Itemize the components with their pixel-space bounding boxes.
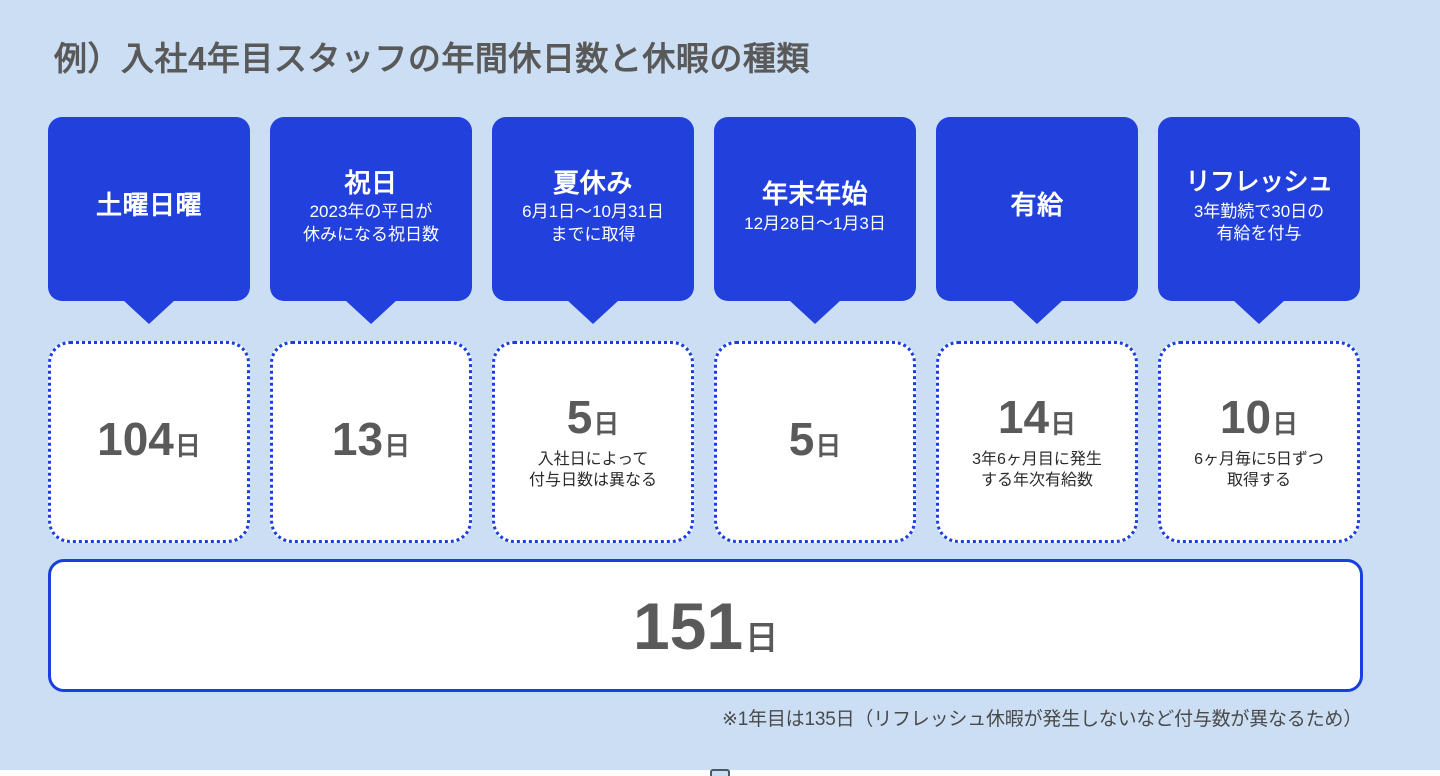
value-note-6: 6ヶ月毎に5日ずつ 取得する <box>1194 450 1324 490</box>
value-number-5: 14日 <box>998 392 1076 443</box>
arrow-down-icon-3 <box>567 300 619 324</box>
category-title-6: リフレッシュ <box>1185 168 1333 197</box>
total-unit: 日 <box>745 618 779 656</box>
arrow-down-icon-6 <box>1233 300 1285 324</box>
footnote: ※1年目は135日（リフレッシュ休暇が発生しないなど付与数が異なるため） <box>722 709 1362 730</box>
value-unit-2: 日 <box>384 430 411 461</box>
arrow-down-icon-1 <box>123 300 175 324</box>
arrow-down-icon-2 <box>345 300 397 324</box>
value-card-2[interactable]: 13日 <box>270 341 472 543</box>
value-unit-6: 日 <box>1272 408 1299 439</box>
value-digits-3: 5 <box>566 390 593 443</box>
value-note-5: 3年6ヶ月目に発生 する年次有給数 <box>972 450 1102 490</box>
total-number: 151日 <box>633 593 778 659</box>
value-number-2: 13日 <box>331 412 411 465</box>
value-unit-5: 日 <box>1050 408 1077 439</box>
value-number-3: 5日 <box>567 392 620 443</box>
value-digits-6: 10 <box>1219 390 1272 443</box>
category-subtitle-4: 12月28日〜1月3日 <box>744 213 886 233</box>
value-card-4[interactable]: 5日 <box>714 341 916 543</box>
value-unit-4: 日 <box>815 430 842 461</box>
column-5: 有給 14日 3年6ヶ月目に発生 する年次有給数 <box>936 117 1138 543</box>
value-number-6: 10日 <box>1220 392 1298 443</box>
category-title-2: 祝日 <box>344 167 398 198</box>
category-card-5[interactable]: 有給 <box>936 117 1138 324</box>
value-note-3: 入社日によって 付与日数は異なる <box>528 450 657 490</box>
category-title-4: 年末年始 <box>761 178 868 209</box>
category-card-6[interactable]: リフレッシュ 3年勤続で30日の 有給を付与 <box>1158 117 1360 324</box>
arrow-down-icon-4 <box>789 300 841 324</box>
category-subtitle-6: 3年勤続で30日の 有給を付与 <box>1193 201 1325 244</box>
category-card-1[interactable]: 土曜日曜 <box>48 117 250 324</box>
column-1: 土曜日曜 104日 <box>48 117 250 543</box>
category-card-3[interactable]: 夏休み 6月1日〜10月31日 までに取得 <box>492 117 694 324</box>
arrow-down-icon-5 <box>1011 300 1063 324</box>
value-number-4: 5日 <box>788 412 842 465</box>
value-digits-5: 14 <box>997 390 1050 443</box>
value-digits-4: 5 <box>788 412 815 465</box>
category-columns: 土曜日曜 104日 祝日 2023年の平日が 休みになる祝日数 13日 <box>48 117 1363 543</box>
column-3: 夏休み 6月1日〜10月31日 までに取得 5日 入社日によって 付与日数は異な… <box>492 117 694 543</box>
category-card-2[interactable]: 祝日 2023年の平日が 休みになる祝日数 <box>270 117 472 324</box>
value-card-3[interactable]: 5日 入社日によって 付与日数は異なる <box>492 341 694 543</box>
category-card-4[interactable]: 年末年始 12月28日〜1月3日 <box>714 117 916 324</box>
column-4: 年末年始 12月28日〜1月3日 5日 <box>714 117 916 543</box>
value-card-6[interactable]: 10日 6ヶ月毎に5日ずつ 取得する <box>1158 341 1360 543</box>
category-title-1: 土曜日曜 <box>95 190 202 221</box>
value-number-1: 104日 <box>97 412 201 465</box>
category-subtitle-3: 6月1日〜10月31日 までに取得 <box>522 202 664 244</box>
total-card[interactable]: 151日 <box>48 559 1363 692</box>
bottom-nub-icon <box>710 769 730 776</box>
total-digits: 151 <box>632 588 744 663</box>
page-title: 例）入社4年目スタッフの年間休日数と休暇の種類 <box>54 40 810 77</box>
category-title-3: 夏休み <box>553 167 633 198</box>
value-digits-2: 13 <box>331 412 384 465</box>
category-subtitle-2: 2023年の平日が 休みになる祝日数 <box>303 202 439 244</box>
value-card-5[interactable]: 14日 3年6ヶ月目に発生 する年次有給数 <box>936 341 1138 543</box>
column-2: 祝日 2023年の平日が 休みになる祝日数 13日 <box>270 117 472 543</box>
value-card-1[interactable]: 104日 <box>48 341 250 543</box>
value-digits-1: 104 <box>97 412 174 465</box>
value-unit-1: 日 <box>174 430 201 461</box>
category-title-5: 有給 <box>1010 190 1064 221</box>
value-unit-3: 日 <box>593 408 620 439</box>
column-6: リフレッシュ 3年勤続で30日の 有給を付与 10日 6ヶ月毎に5日ずつ 取得す… <box>1158 117 1360 543</box>
